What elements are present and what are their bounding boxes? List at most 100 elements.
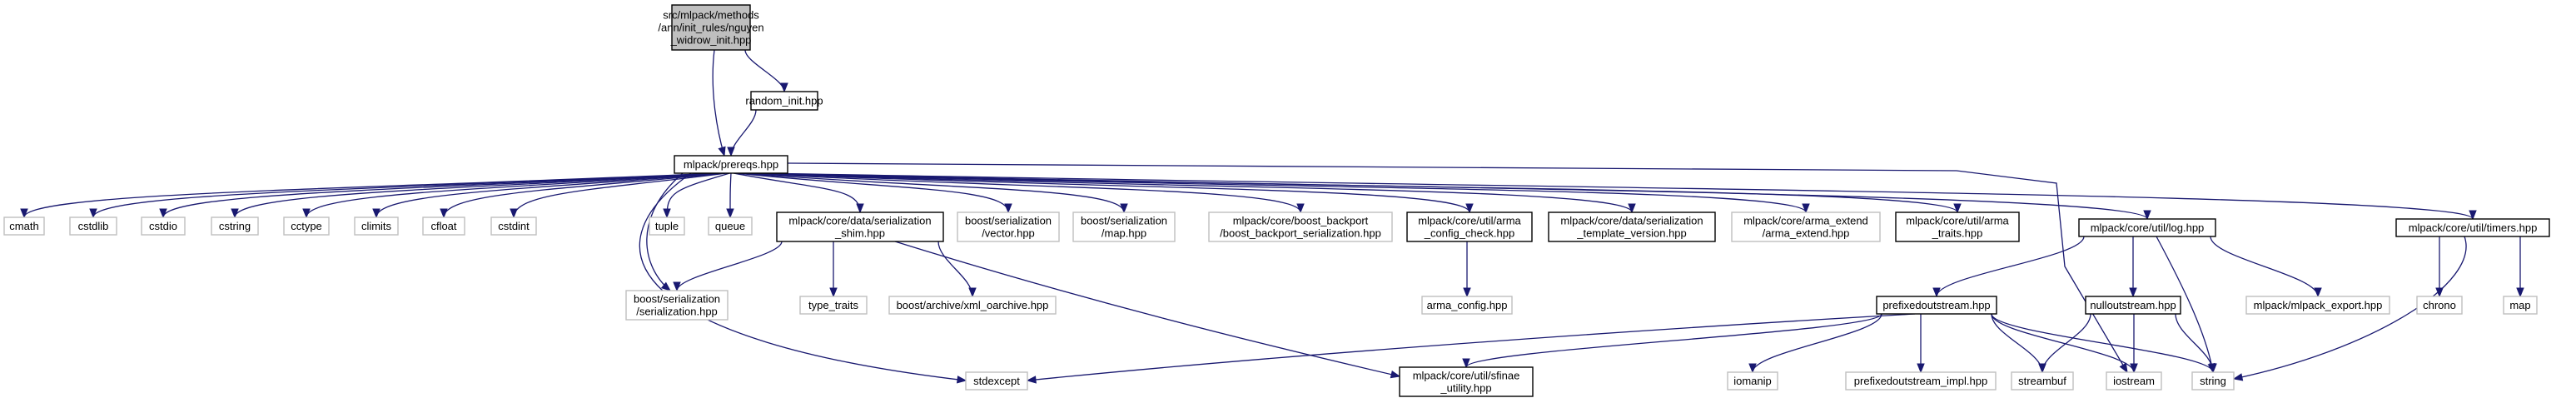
node-queue[interactable]: queue bbox=[708, 216, 753, 236]
node-mlpack_export[interactable]: mlpack/mlpack_export.hpp bbox=[2245, 296, 2390, 315]
node-label: iomanip bbox=[1733, 375, 1772, 387]
edge-prefixed-to-prefixed_impl bbox=[1917, 313, 1925, 374]
node-sfinae[interactable]: mlpack/core/util/sfinae_utility.hpp bbox=[1399, 366, 1534, 397]
node-label: cstdlib bbox=[78, 220, 109, 232]
node-label: boost/serialization bbox=[634, 293, 720, 306]
node-prereqs[interactable]: mlpack/prereqs.hpp bbox=[674, 155, 788, 174]
node-string[interactable]: string bbox=[2191, 371, 2235, 391]
node-box bbox=[490, 216, 537, 236]
node-iostream[interactable]: iostream bbox=[2106, 371, 2162, 391]
node-arma_config[interactable]: arma_config.hpp bbox=[1421, 296, 1513, 315]
node-label: mlpack/core/arma_extend bbox=[1743, 215, 1868, 227]
node-streambuf[interactable]: streambuf bbox=[2011, 371, 2074, 391]
node-box bbox=[422, 216, 465, 236]
node-cstdlib[interactable]: cstdlib bbox=[69, 216, 117, 236]
node-xml_oarchive[interactable]: boost/archive/xml_oarchive.hpp bbox=[888, 296, 1057, 315]
node-box bbox=[3, 216, 45, 236]
node-box bbox=[708, 216, 753, 236]
node-label: mlpack/core/util/log.hpp bbox=[2091, 221, 2205, 234]
node-log[interactable]: mlpack/core/util/log.hpp bbox=[2078, 218, 2216, 237]
node-boost_map[interactable]: boost/serialization/map.hpp bbox=[1072, 211, 1176, 242]
node-prefixed[interactable]: prefixedoutstream.hpp bbox=[1876, 296, 1997, 315]
node-cctype[interactable]: cctype bbox=[283, 216, 330, 236]
edge-prereqs-to-timers bbox=[765, 172, 2477, 221]
node-label: tuple bbox=[655, 220, 679, 232]
node-arma_traits[interactable]: mlpack/core/util/arma_traits.hpp bbox=[1895, 211, 2020, 242]
edge-prereqs-to-cstring bbox=[231, 172, 722, 219]
node-label: nulloutstream.hpp bbox=[2090, 299, 2176, 311]
node-label: prefixedoutstream.hpp bbox=[1882, 299, 1990, 311]
node-label: mlpack/core/util/arma bbox=[1418, 215, 1521, 227]
node-label: /arma_extend.hpp bbox=[1763, 227, 1850, 240]
edge-ser_shim-to-sfinae bbox=[894, 241, 1401, 379]
node-stdexcept[interactable]: stdexcept bbox=[965, 371, 1028, 391]
node-box bbox=[957, 211, 1060, 242]
node-map[interactable]: map bbox=[2503, 296, 2538, 315]
node-cstdint[interactable]: cstdint bbox=[490, 216, 537, 236]
node-box bbox=[1895, 211, 2020, 242]
node-cfloat[interactable]: cfloat bbox=[422, 216, 465, 236]
node-boost_backport[interactable]: mlpack/core/boost_backport/boost_backpor… bbox=[1208, 211, 1393, 242]
edge-prereqs-to-boost_map bbox=[738, 172, 1128, 214]
node-box bbox=[1727, 371, 1778, 391]
node-ser_shim[interactable]: mlpack/core/data/serialization_shim.hpp bbox=[776, 211, 944, 242]
node-box bbox=[1072, 211, 1176, 242]
node-iomanip[interactable]: iomanip bbox=[1727, 371, 1778, 391]
node-box bbox=[1421, 296, 1513, 315]
node-chrono[interactable]: chrono bbox=[2416, 296, 2463, 315]
edge-prereqs-to-cctype bbox=[302, 172, 723, 219]
node-label: /ann/init_rules/nguyen bbox=[658, 22, 763, 34]
node-tuple[interactable]: tuple bbox=[649, 216, 685, 236]
node-label: /boost_backport_serialization.hpp bbox=[1220, 227, 1381, 240]
edge-timers-to-chrono bbox=[2435, 236, 2444, 298]
node-label: _config_check.hpp bbox=[1424, 227, 1514, 240]
node-prefixed_impl[interactable]: prefixedoutstream_impl.hpp bbox=[1845, 371, 1997, 391]
node-label: /map.hpp bbox=[1102, 227, 1146, 240]
node-box bbox=[799, 296, 868, 315]
node-box bbox=[888, 296, 1057, 315]
edge-prereqs-to-cmath bbox=[20, 172, 718, 219]
node-nulloutstream[interactable]: nulloutstream.hpp bbox=[2085, 296, 2181, 315]
node-label: prefixedoutstream_impl.hpp bbox=[1854, 375, 1987, 387]
node-label: climits bbox=[361, 220, 392, 232]
node-climits[interactable]: climits bbox=[354, 216, 399, 236]
node-box bbox=[211, 216, 259, 236]
edge-prereqs-to-queue bbox=[726, 172, 734, 219]
node-random_init[interactable]: random_init.hpp bbox=[745, 91, 823, 111]
node-boost_vector[interactable]: boost/serialization/vector.hpp bbox=[957, 211, 1060, 242]
node-box bbox=[1876, 296, 1997, 315]
node-label: mlpack/core/data/serialization bbox=[1560, 215, 1703, 227]
node-cmath[interactable]: cmath bbox=[3, 216, 45, 236]
node-box bbox=[2416, 296, 2463, 315]
node-label: queue bbox=[715, 220, 745, 232]
node-box bbox=[2191, 371, 2235, 391]
node-type_traits[interactable]: type_traits bbox=[799, 296, 868, 315]
node-box bbox=[1548, 211, 1716, 242]
node-label: map bbox=[2509, 299, 2530, 311]
node-label: mlpack/core/util/timers.hpp bbox=[2409, 221, 2538, 234]
node-box bbox=[283, 216, 330, 236]
edge-prereqs-to-boost_vector bbox=[736, 172, 1012, 214]
edge-prereqs-to-iostream bbox=[787, 162, 2128, 374]
node-nguyen[interactable]: src/mlpack/methods/ann/init_rules/nguyen… bbox=[658, 4, 764, 51]
node-label: _shim.hpp bbox=[834, 227, 885, 240]
node-ser_template[interactable]: mlpack/core/data/serialization_template_… bbox=[1548, 211, 1716, 242]
node-box bbox=[649, 216, 685, 236]
node-box bbox=[1208, 211, 1393, 242]
node-label: cctype bbox=[291, 220, 322, 232]
edge-prereqs-to-stdexcept bbox=[639, 172, 967, 384]
node-cstring[interactable]: cstring bbox=[211, 216, 259, 236]
edge-arma_config_check-to-arma_config bbox=[1463, 241, 1471, 298]
node-label: _widrow_init.hpp bbox=[670, 34, 752, 47]
node-label: cstring bbox=[219, 220, 251, 232]
node-label: cfloat bbox=[430, 220, 456, 232]
node-arma_extend[interactable]: mlpack/core/arma_extend/arma_extend.hpp bbox=[1731, 211, 1881, 242]
node-label: _traits.hpp bbox=[1932, 227, 1983, 240]
node-timers[interactable]: mlpack/core/util/timers.hpp bbox=[2395, 218, 2550, 237]
node-cstdio[interactable]: cstdio bbox=[141, 216, 186, 236]
node-arma_config_check[interactable]: mlpack/core/util/arma_config_check.hpp bbox=[1406, 211, 1533, 242]
node-boost_serialization[interactable]: boost/serialization/serialization.hpp bbox=[625, 290, 729, 321]
node-box bbox=[2106, 371, 2162, 391]
node-label: string bbox=[2200, 375, 2226, 387]
